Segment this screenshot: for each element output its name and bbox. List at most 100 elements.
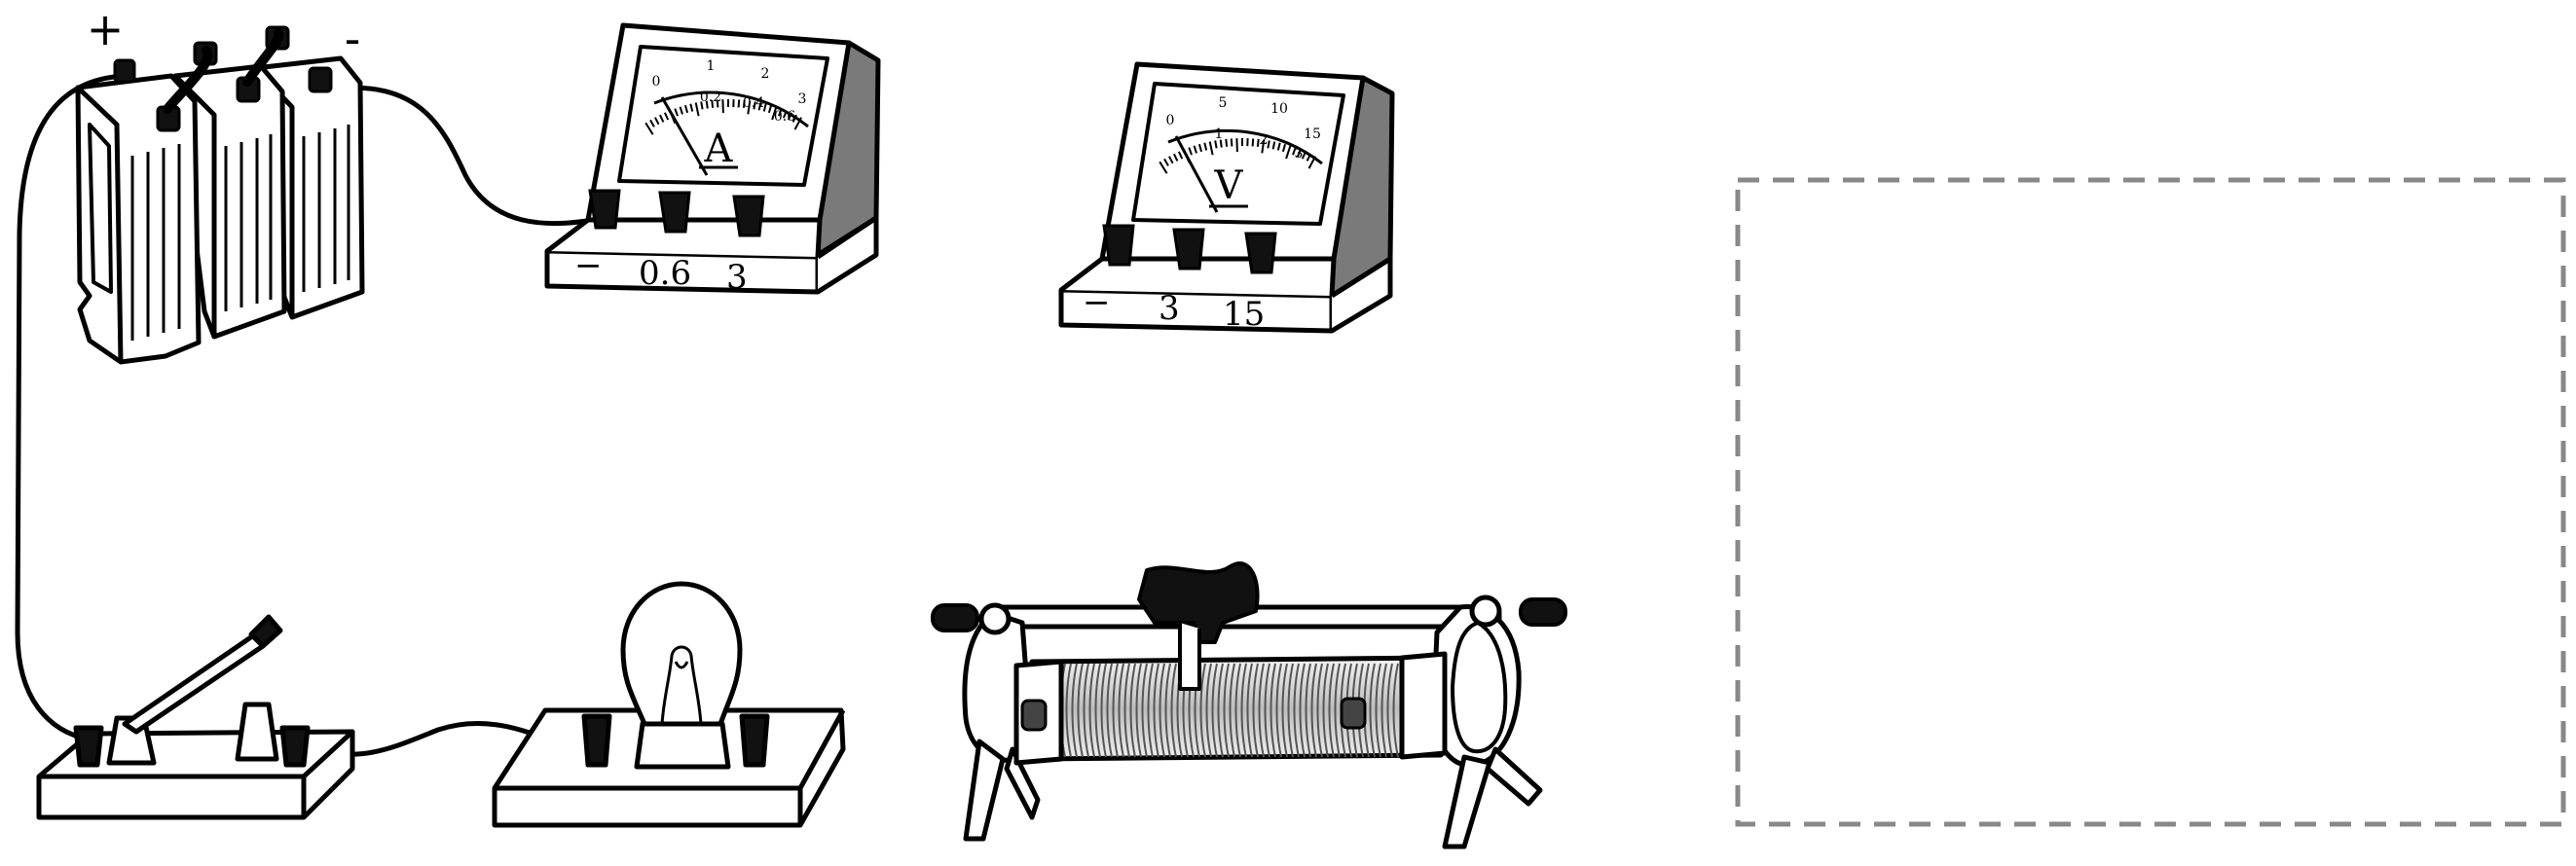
scale-tick: [787, 112, 793, 121]
voltmeter-terminal-15[interactable]: [1244, 232, 1277, 274]
bulb-terminal-left[interactable]: [581, 713, 612, 768]
scale-tick: [1285, 145, 1292, 160]
scale-tick: [793, 117, 802, 130]
ammeter-label-negative: −: [574, 246, 603, 285]
circuit-answer-box[interactable]: [1735, 177, 2566, 827]
voltmeter-label-3: 3: [1159, 289, 1180, 328]
scale-tick: [1261, 139, 1266, 154]
knife-switch[interactable]: [36, 614, 355, 820]
scale-tick: [1173, 153, 1179, 162]
coil-winding: [1375, 663, 1381, 758]
scale-tick: [705, 100, 709, 109]
coil-winding: [1205, 663, 1212, 758]
voltmeter-label-negative: −: [1083, 283, 1111, 322]
ammeter: 0 1 2 3 0.2 0.4 0.6 A − 0.6 3: [544, 22, 881, 297]
scale-tick: [1292, 147, 1297, 156]
scale-tick: [1188, 147, 1193, 156]
voltmeter-scale-label-top: 5: [1219, 95, 1228, 111]
scale-tick: [1301, 151, 1307, 160]
coil-winding: [1211, 663, 1218, 758]
battery-minus-label: -: [345, 13, 361, 65]
scale-tick: [782, 110, 788, 119]
scale-tick: [1281, 143, 1287, 153]
scale-tick: [1159, 161, 1168, 174]
coil-winding: [1240, 663, 1247, 758]
coil-winding: [1386, 663, 1393, 758]
switch-terminal-right[interactable]: [279, 725, 311, 768]
scale-tick: [1251, 138, 1255, 147]
scale-tick: [694, 102, 700, 117]
scale-tick: [1197, 143, 1203, 153]
voltmeter: 0 5 10 15 1 2 3 V − 3 15: [1058, 61, 1395, 334]
coil-winding: [1322, 663, 1329, 758]
rheostat-slider[interactable]: [1137, 561, 1260, 644]
ammeter-scale-label-top: 0: [652, 74, 661, 90]
scale-tick: [778, 108, 783, 117]
scale-tick: [1267, 140, 1270, 149]
coil-winding: [1147, 663, 1154, 758]
scale-tick: [747, 100, 752, 115]
switch-handle[interactable]: [248, 614, 283, 649]
coil-winding: [1299, 663, 1306, 758]
coil-winding: [1275, 663, 1282, 758]
scale-tick: [1230, 138, 1233, 147]
scale-tick: [649, 119, 655, 127]
scale-tick: [1208, 141, 1214, 156]
coil-winding: [1270, 663, 1276, 758]
ammeter-terminal-0.6[interactable]: [658, 191, 691, 234]
coil-winding: [1164, 663, 1171, 758]
scale-tick: [1219, 139, 1223, 148]
coil-winding: [1112, 663, 1119, 758]
coil-winding: [1118, 663, 1124, 758]
coil-winding: [1287, 663, 1294, 758]
coil-winding: [1223, 663, 1230, 758]
coil-winding: [1159, 663, 1165, 758]
coil-winding: [1229, 663, 1235, 758]
coil-winding: [1153, 663, 1159, 758]
scale-tick: [700, 101, 704, 110]
scale-tick: [771, 106, 778, 121]
ammeter-symbol: A: [704, 126, 734, 171]
coil-winding: [1077, 663, 1084, 758]
coil-winding: [1252, 663, 1259, 758]
scale-tick: [674, 108, 679, 117]
voltmeter-needle: [1174, 135, 1219, 213]
voltmeter-scale-label-bottom: 3: [1295, 146, 1304, 162]
voltmeter-terminal-3[interactable]: [1172, 228, 1205, 271]
coil-winding: [1088, 663, 1095, 758]
battery-pack: [75, 25, 365, 365]
scale-tick: [791, 114, 797, 123]
coil-winding: [1170, 663, 1177, 758]
coil-winding: [1199, 663, 1206, 758]
scale-tick: [721, 99, 724, 114]
voltmeter-scale-ticks: [1159, 138, 1316, 174]
ammeter-terminal-negative[interactable]: [588, 189, 621, 230]
scale-tick: [1177, 151, 1184, 160]
coil-winding: [1100, 663, 1107, 758]
coil-winding: [1328, 663, 1335, 758]
scale-tick: [1296, 149, 1302, 158]
coil-winding: [1217, 663, 1224, 758]
voltmeter-label-15: 15: [1223, 295, 1265, 334]
scale-tick: [757, 102, 762, 111]
ammeter-scale-label-top: 3: [798, 91, 807, 107]
ammeter-label-0.6: 0.6: [639, 254, 691, 293]
scale-tick: [1306, 153, 1311, 162]
wire-battery-to-switch: [15, 73, 129, 742]
coil-winding: [1281, 663, 1288, 758]
coil-winding: [1071, 663, 1078, 758]
scale-tick: [1168, 156, 1174, 164]
coil-winding: [1135, 663, 1142, 758]
scale-tick: [679, 106, 683, 115]
ammeter-label-3: 3: [726, 258, 748, 297]
rheostat-terminal-left[interactable]: [931, 603, 979, 632]
scale-tick: [1307, 156, 1316, 169]
rheostat-terminal-right[interactable]: [1519, 597, 1567, 627]
bulb-terminal-right[interactable]: [739, 713, 770, 768]
voltmeter-terminal-negative[interactable]: [1102, 224, 1135, 267]
switch-terminal-left[interactable]: [73, 725, 104, 768]
scale-tick: [711, 99, 715, 108]
scale-tick: [654, 117, 660, 126]
ammeter-terminal-3[interactable]: [732, 195, 765, 237]
voltmeter-scale-label-bottom: 2: [1260, 132, 1269, 148]
